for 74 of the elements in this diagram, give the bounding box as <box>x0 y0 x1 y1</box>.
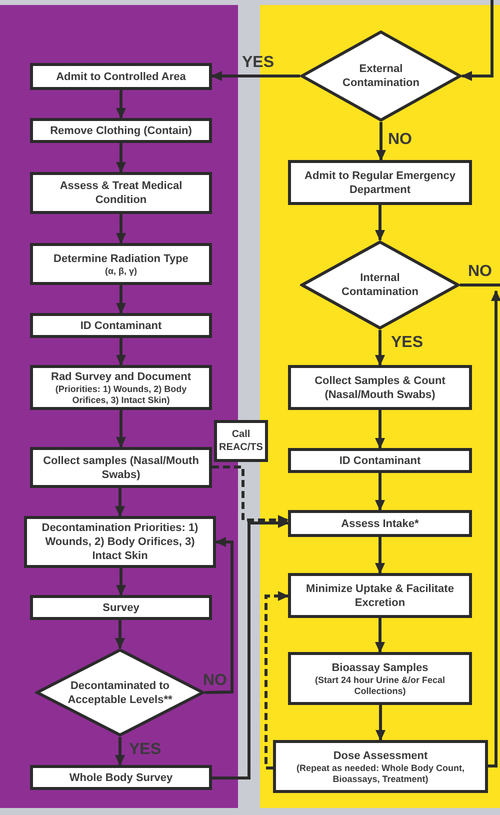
process-box <box>30 243 212 285</box>
arrow <box>375 410 385 449</box>
node-title: Decontamination Priorities: 1) Wounds, 2) Body Orifices, 3) Intact Skin <box>40 521 200 563</box>
process-box <box>30 447 212 488</box>
arrow <box>116 410 126 448</box>
process-box <box>24 516 216 568</box>
arrow <box>115 488 125 517</box>
process-box <box>214 420 268 462</box>
node-title: Assess Intake* <box>341 516 419 530</box>
node-title: Collect samples (Nasal/Mouth Swabs) <box>42 454 200 482</box>
arrow <box>115 620 125 649</box>
process-box <box>30 595 212 620</box>
arrow <box>376 705 386 741</box>
decision-diamond <box>300 30 462 122</box>
arrow <box>376 122 386 161</box>
edge-label: YES <box>391 335 423 351</box>
node-title: Remove Clothing (Contain) <box>50 124 192 138</box>
decision-diamond <box>35 648 205 737</box>
process-box <box>288 510 472 537</box>
process-box <box>273 740 488 793</box>
arrow <box>211 71 300 81</box>
node-title: Collect Samples & Count (Nasal/Mouth Swabs) <box>314 374 446 402</box>
node-title: Rad Survey and Document <box>51 370 191 384</box>
arrow <box>264 591 289 770</box>
node-title: Minimize Uptake & Facilitate Excretion <box>305 582 455 610</box>
edge-label: NO <box>388 132 412 148</box>
node-title: Bioassay Samples <box>332 660 428 674</box>
node-subtitle: (Priorities: 1) Wounds, 2) Body Orifices, 3) Intact Skin) <box>54 384 188 406</box>
arrow <box>116 285 126 314</box>
process-box <box>30 172 212 214</box>
arrow <box>375 205 385 241</box>
edge-label: NO <box>203 673 227 689</box>
node-title: Dose Assessment <box>333 748 428 762</box>
process-box <box>288 573 472 618</box>
arrow <box>116 143 126 173</box>
arrow <box>115 737 125 766</box>
arrow <box>375 473 385 511</box>
arrow <box>116 90 126 119</box>
arrow <box>116 214 126 244</box>
arrow <box>488 290 500 768</box>
process-box <box>288 365 472 410</box>
node-title: External Contamination <box>342 62 420 90</box>
node-title: Whole Body Survey <box>69 770 173 784</box>
process-box <box>30 765 212 790</box>
process-box <box>30 118 212 143</box>
process-box <box>288 160 472 205</box>
node-title: Determine Radiation Type <box>54 252 188 266</box>
edge-label: YES <box>129 742 161 758</box>
process-box <box>30 313 212 338</box>
node-title: ID Contaminant <box>80 318 162 332</box>
node-title: Internal Contamination <box>340 271 420 299</box>
node-title: Assess & Treat Medical Condition <box>58 179 184 207</box>
arrow <box>116 338 126 366</box>
arrow <box>375 330 385 366</box>
edge-label: NO <box>468 264 492 280</box>
process-box <box>30 63 212 90</box>
node-title: Survey <box>102 600 140 614</box>
arrow <box>204 537 234 694</box>
node-subtitle: (α, β, γ) <box>104 266 137 276</box>
arrow <box>375 537 385 574</box>
node-subtitle: (Start 24 hour Urine &/or Fecal Collections) <box>314 674 446 696</box>
node-subtitle: (Repeat as needed: Whole Body Count, Bioassays, Treatment) <box>295 762 466 784</box>
node-title: ID Contaminant <box>339 454 421 468</box>
node-title: Admit to Regular Emergency Department <box>304 168 456 196</box>
node-title: Admit to Controlled Area <box>56 70 186 84</box>
node-title: Decontaminated to Acceptable Levels** <box>67 678 173 706</box>
arrow <box>375 618 385 653</box>
process-box <box>288 652 472 705</box>
node-title: Call REAC/TS <box>218 428 264 454</box>
arrow <box>116 568 126 596</box>
process-box <box>30 365 212 410</box>
decision-diamond <box>300 240 460 330</box>
arrow <box>461 0 494 81</box>
process-box <box>288 448 472 473</box>
